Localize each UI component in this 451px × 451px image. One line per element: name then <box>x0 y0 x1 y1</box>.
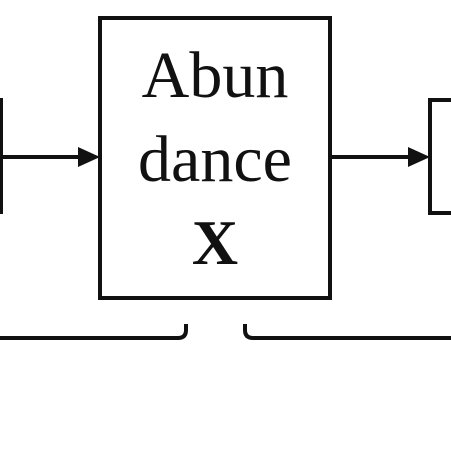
right-arrow-head <box>408 147 430 167</box>
abundance-box-line1: Abun <box>142 39 289 112</box>
left-group-bracket <box>0 324 188 340</box>
left-arrow-head <box>78 147 100 167</box>
abundance-box-variable: X <box>192 207 238 278</box>
right-box-partial <box>428 98 451 215</box>
right-group-bracket <box>243 324 451 340</box>
left-box-partial <box>0 98 3 214</box>
abundance-box-line2: dance <box>138 123 292 196</box>
